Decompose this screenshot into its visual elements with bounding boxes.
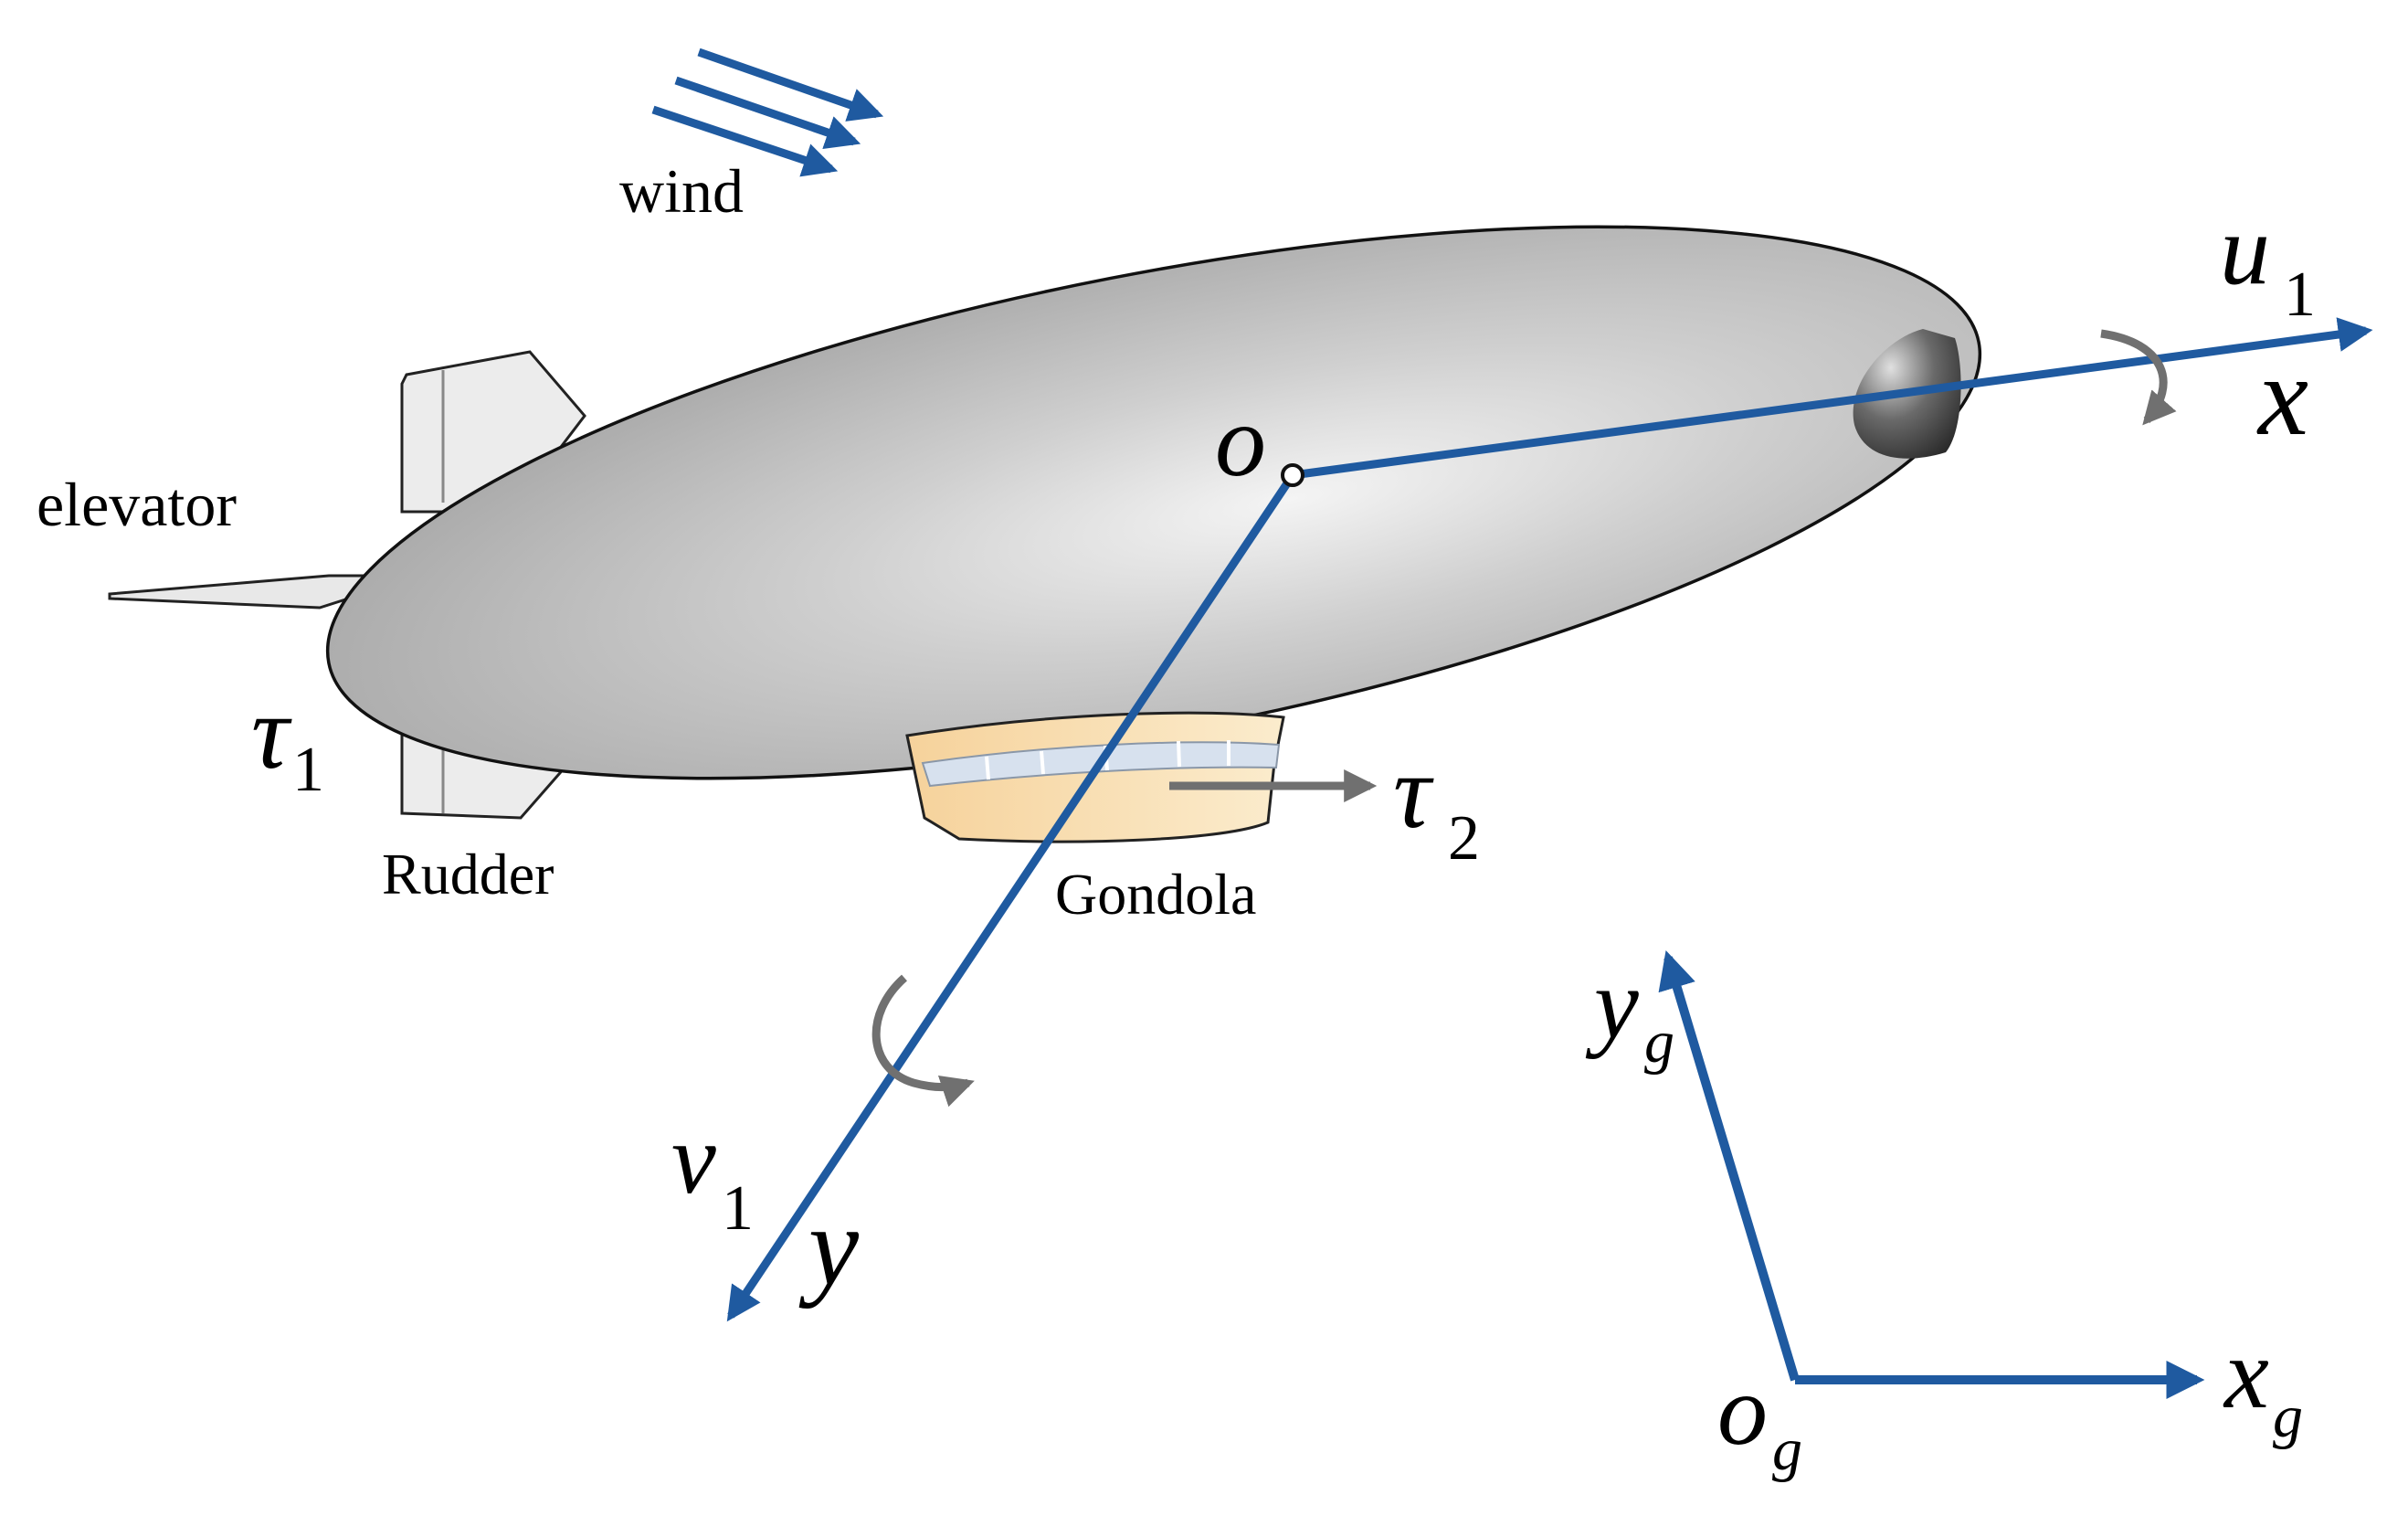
ground-y-subscript: g [1644, 1009, 1674, 1076]
ground-x-subscript: g [2273, 1383, 2303, 1450]
gondola-window-divider [1177, 740, 1181, 768]
body-y-axis [726, 472, 1296, 1322]
tau1-subscript: 1 [292, 735, 324, 805]
gondola-window-divider [1040, 750, 1045, 775]
y-axis-label: y [798, 1183, 860, 1309]
body-origin-point [1281, 463, 1304, 487]
tau1-label: τ [251, 674, 292, 790]
ground-y-label: y [1585, 948, 1639, 1059]
roll-rotation-arrow [2100, 329, 2177, 426]
wind-label: wind [619, 156, 744, 226]
body-x-axis [1292, 317, 2373, 480]
pitch-rotation-arrow [871, 974, 975, 1108]
ground-origin-subscript: g [1772, 1416, 1802, 1483]
wind-arrow [697, 48, 884, 122]
wind-arrow [651, 105, 839, 177]
origin-o-label: o [1215, 385, 1266, 498]
v-velocity-label: v [671, 1103, 716, 1214]
ground-y-axis [1658, 949, 1800, 1382]
v-velocity-subscript: 1 [722, 1173, 754, 1244]
gondola-label: Gondola [1055, 862, 1256, 927]
rudder-label: Rudder [382, 842, 554, 906]
ground-origin-label: o [1717, 1354, 1768, 1466]
u-velocity-label: u [2220, 194, 2270, 305]
elevator-label: elevator [37, 470, 237, 539]
ground-x-label: x [2223, 1318, 2269, 1429]
tau2-label: τ [1393, 734, 1434, 850]
wind-arrow [674, 76, 861, 150]
u-velocity-subscript: 1 [2284, 260, 2316, 330]
gondola-window-divider [985, 756, 990, 780]
tau2-subscript: 2 [1448, 803, 1480, 874]
x-axis-label: x [2256, 334, 2308, 459]
